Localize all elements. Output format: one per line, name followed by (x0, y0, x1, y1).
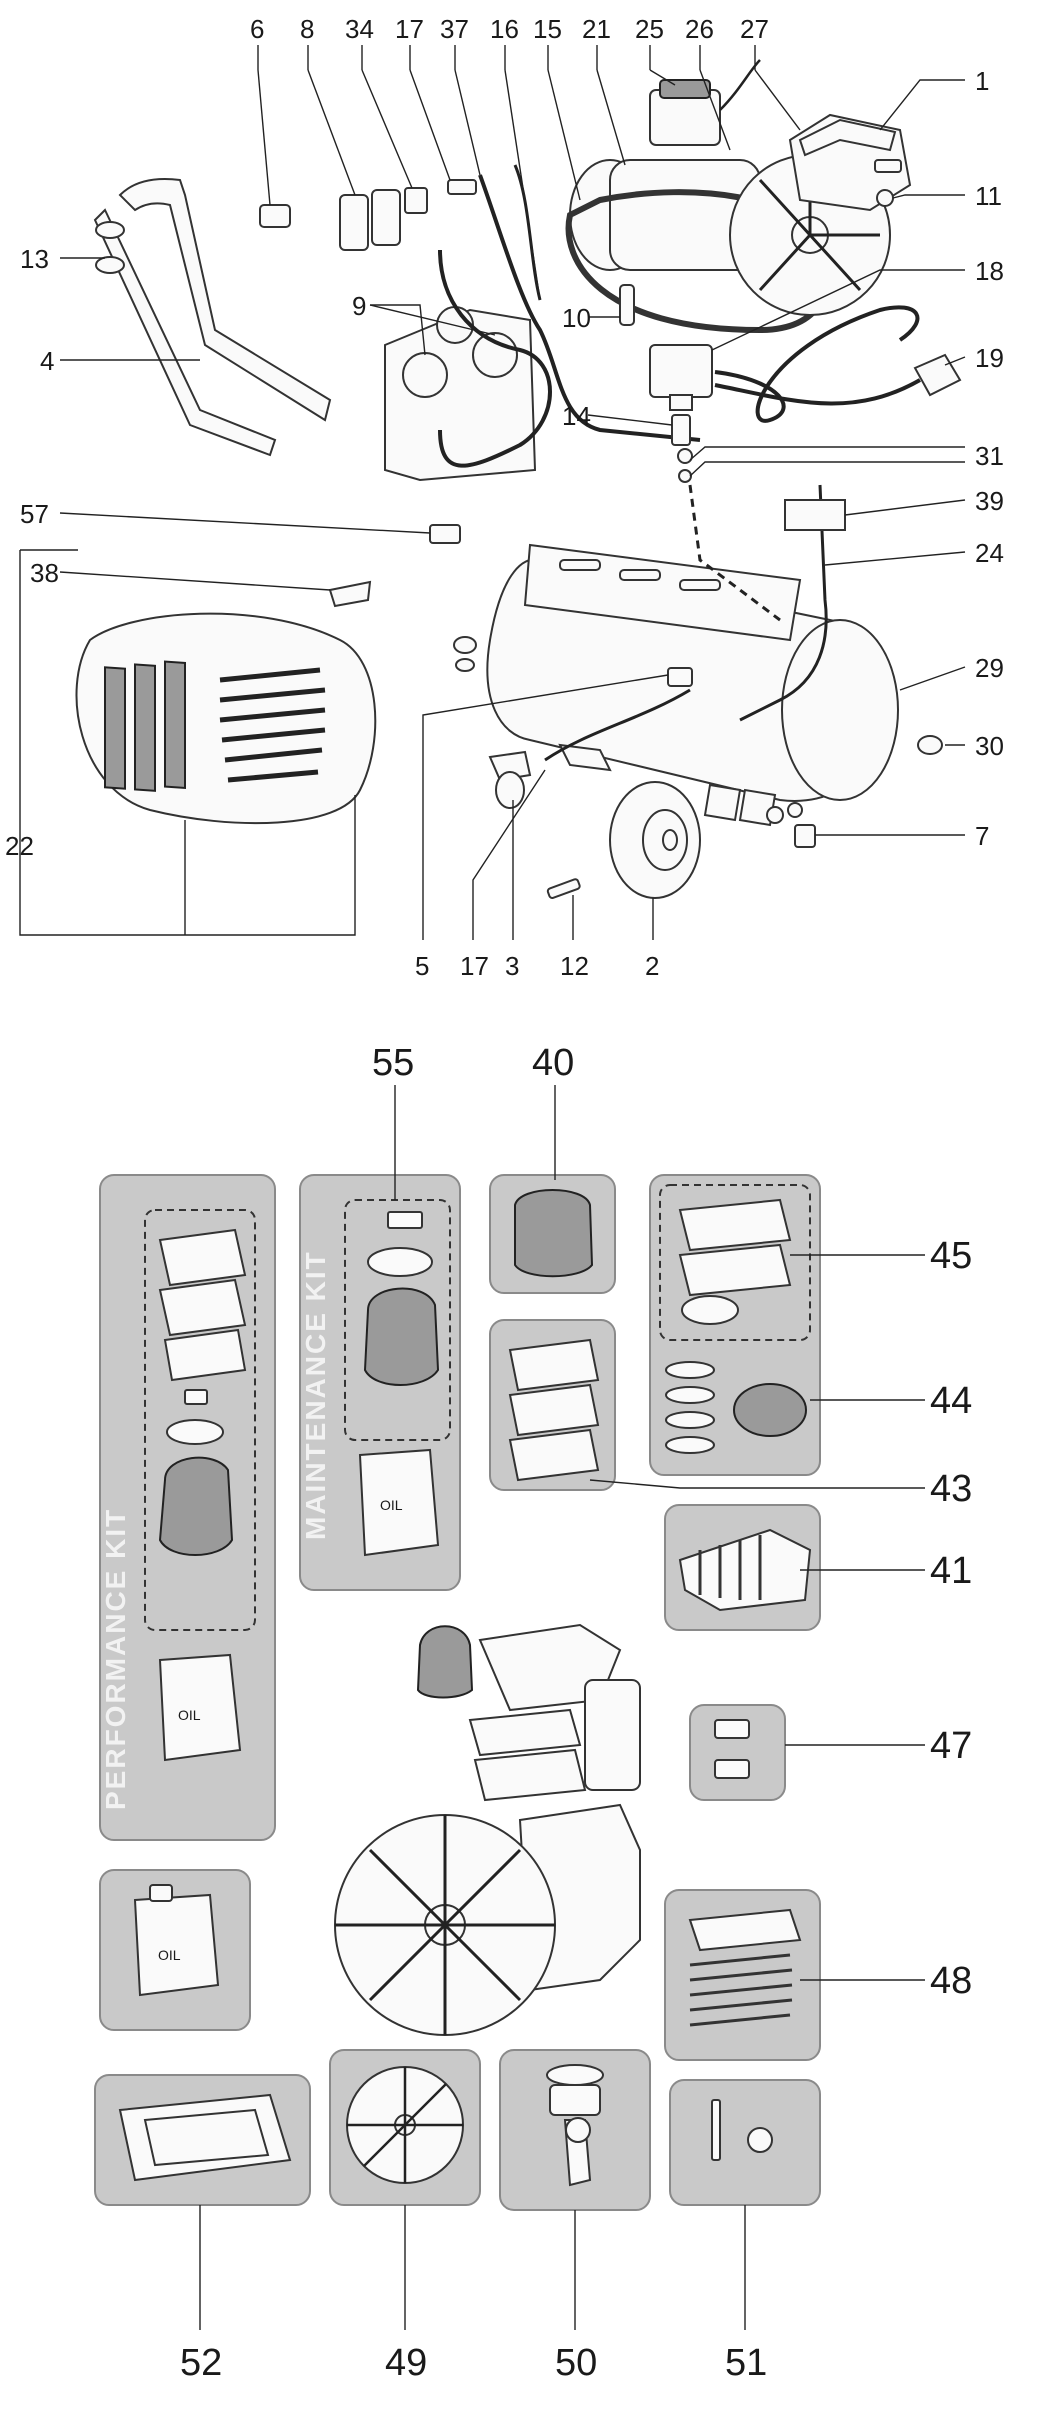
callout-7: 7 (975, 821, 989, 851)
callout-41: 41 (930, 1550, 972, 1592)
kit-43-panel (489, 1319, 616, 1491)
callout-21: 21 (582, 14, 611, 44)
wheel-part (609, 781, 701, 899)
kit-49-panel (329, 2049, 481, 2206)
air-tank-part (486, 484, 899, 802)
pump-part (729, 113, 912, 316)
callout-57: 57 (20, 499, 49, 529)
callout-37: 37 (440, 14, 469, 44)
shroud-cover-part (75, 612, 377, 825)
upper-callouts: 6 8 34 17 37 16 15 21 25 26 27 1 11 18 1… (5, 14, 1004, 981)
callout-31: 31 (975, 441, 1004, 471)
callout-44: 44 (930, 1380, 972, 1422)
maintenance-kit-label: MAINTENANCE KIT (300, 1250, 331, 1540)
performance-kit-label: PERFORMANCE KIT (100, 1508, 131, 1810)
callout-12: 12 (560, 951, 589, 981)
callout-13: 13 (20, 244, 49, 274)
callout-5: 5 (415, 951, 429, 981)
callout-38: 38 (30, 558, 59, 588)
callout-14: 14 (562, 401, 591, 431)
kit-51-panel (669, 2079, 821, 2206)
callout-49: 49 (385, 2342, 427, 2384)
callout-26: 26 (685, 14, 714, 44)
callout-48: 48 (930, 1960, 972, 2002)
oil-label-maintenance: OIL (380, 1497, 403, 1513)
callout-52: 52 (180, 2342, 222, 2384)
lower-callouts: 55 40 45 44 43 41 47 48 52 49 50 51 (180, 1042, 972, 2384)
lower-kits: OIL PERFORMANCE KIT OIL OIL MAINTENANCE … (94, 1042, 972, 2384)
caster-part (488, 750, 532, 809)
oil-label-performance: OIL (178, 1707, 201, 1723)
callout-9: 9 (352, 291, 366, 321)
callout-10: 10 (562, 303, 591, 333)
filter-regulator-part (259, 179, 477, 251)
callout-1: 1 (975, 66, 989, 96)
callout-11: 11 (975, 181, 1002, 211)
callout-25: 25 (635, 14, 664, 44)
callout-40: 40 (532, 1042, 574, 1084)
callout-24: 24 (975, 538, 1004, 568)
gauge-bracket-part (384, 306, 537, 482)
callout-39: 39 (975, 486, 1004, 516)
kit-41-panel (664, 1504, 821, 1631)
callout-50: 50 (555, 2342, 597, 2384)
upper-assembly: 6 8 34 17 37 16 15 21 25 26 27 1 11 18 1… (5, 14, 1004, 981)
oil-label-bottle: OIL (158, 1947, 181, 1963)
callout-17b: 17 (460, 951, 489, 981)
callout-45: 45 (930, 1235, 972, 1277)
callout-15: 15 (533, 14, 562, 44)
callout-47: 47 (930, 1725, 972, 1767)
callout-34: 34 (345, 14, 374, 44)
pump-assembly (334, 1623, 641, 2036)
motor-part (569, 59, 761, 271)
kit-40-panel (489, 1174, 616, 1294)
callout-3: 3 (505, 951, 519, 981)
kit-50-panel (499, 2049, 651, 2211)
kit-52-panel (94, 2074, 311, 2206)
callout-30: 30 (975, 731, 1004, 761)
callout-16: 16 (490, 14, 519, 44)
callout-2: 2 (645, 951, 659, 981)
callout-29: 29 (975, 653, 1004, 683)
callout-6: 6 (250, 14, 264, 44)
callout-8: 8 (300, 14, 314, 44)
callout-22: 22 (5, 831, 34, 861)
callout-43: 43 (930, 1468, 972, 1510)
oil-panel: OIL (99, 1869, 251, 2031)
performance-kit-panel: OIL PERFORMANCE KIT (99, 1174, 276, 1841)
kit-44-45-panel (649, 1174, 821, 1476)
pressure-switch-part (649, 305, 962, 423)
callout-4: 4 (40, 346, 54, 376)
maintenance-kit-panel: OIL MAINTENANCE KIT (299, 1174, 461, 1591)
callout-51: 51 (725, 2342, 767, 2384)
handle-part (93, 178, 332, 457)
callout-17: 17 (395, 14, 424, 44)
callout-55: 55 (372, 1042, 414, 1084)
callout-18: 18 (975, 256, 1004, 286)
kit-47-panel (689, 1704, 786, 1801)
callout-27: 27 (740, 14, 769, 44)
kit-48-panel (664, 1889, 821, 2061)
callout-19: 19 (975, 343, 1004, 373)
